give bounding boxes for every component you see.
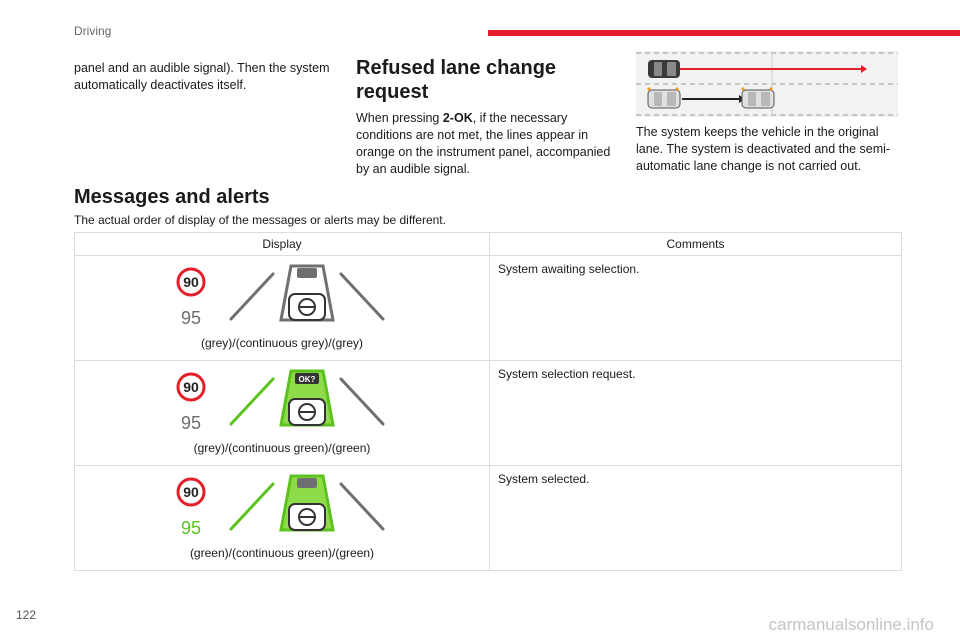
watermark: carmanualsonline.info [768,615,934,634]
display-cell: 90 95 (green)/(continuous green)/(green) [74,465,490,571]
lane-change-illustration [636,51,898,117]
display-cell: 90 95 OK? (grey)/(continuous green)/(gre… [74,360,490,466]
display-caption: (grey)/(continuous grey)/(grey) [200,336,364,350]
table-header-row: Display Comments [74,232,902,256]
comment-cell: System selected. [489,465,902,571]
lane-keep-paragraph: The system keeps the vehicle in the orig… [636,125,891,173]
refused-lane-change-section: Refused lane change request When pressin… [356,56,626,178]
paragraph-end: , if the necessary conditions are not me… [356,111,611,176]
messages-alerts-heading: Messages and alerts [74,186,270,208]
ok-prompt-label: OK? [299,375,316,384]
display-cell: 90 95 (grey)/(continuous grey)/(grey) [74,255,490,361]
display-caption: (green)/(continuous green)/(green) [189,546,375,560]
comments-column-header: Comments [489,232,902,256]
lane-assist-display-icon: 90 95 [176,474,385,538]
table-row: 90 95 (green)/(continuous green)/(green)… [74,465,902,571]
speed-limit-value: 90 [183,484,199,500]
speed-limit-value: 90 [183,379,199,395]
table-row: 90 95 OK? (grey)/(continuous green)/(gre… [74,360,902,466]
refused-lane-change-heading: Refused lane change request [356,57,557,103]
display-column-header: Display [74,232,490,256]
table-row: 90 95 (grey)/(continuous grey)/(grey) Sy… [74,255,902,361]
car-grey-icon [647,89,681,109]
continuation-paragraph: panel and an audible signal). Then the s… [74,61,330,92]
page-number: 122 [16,608,37,622]
refused-lane-change-paragraph: When pressing 2-OK, if the necessary con… [356,110,626,178]
header-accent-bar [488,30,960,36]
messages-table: Display Comments 90 95 (grey)/(continuou [74,232,902,571]
comment-cell: System awaiting selection. [489,255,902,361]
speed-setpoint-value: 95 [181,518,201,538]
comment-cell: System selection request. [489,360,902,466]
paragraph-start: When pressing [356,111,443,125]
header-section-title: Driving [74,24,112,38]
speed-setpoint-value: 95 [181,413,201,433]
speed-setpoint-value: 95 [181,308,201,328]
speed-limit-value: 90 [183,274,199,290]
lane-assist-display-icon: 90 95 OK? [176,369,385,433]
lane-assist-display-icon: 90 95 [176,264,385,328]
indicator-flash-icon [647,87,773,91]
car-grey-final-icon [741,89,775,109]
messages-alerts-intro: The actual order of display of the messa… [74,213,446,227]
display-caption: (grey)/(continuous green)/(green) [193,441,371,455]
ok-button-reference: 2-OK [442,111,473,125]
car-dark-icon [648,60,680,78]
